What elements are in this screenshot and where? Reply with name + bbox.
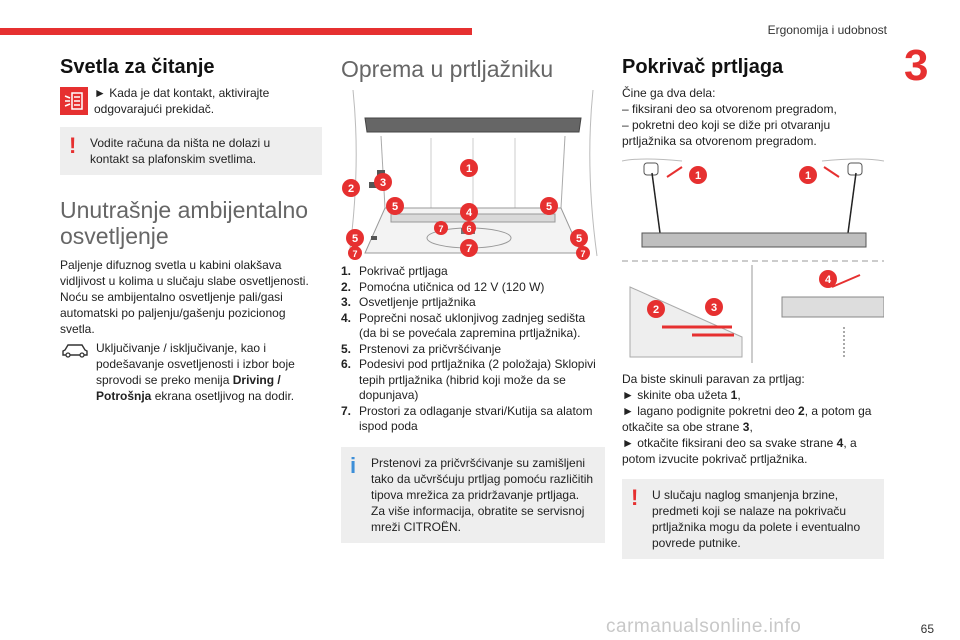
column-left: Svetla za čitanje ► Kada je dat kontakt,… [60, 56, 322, 404]
removal-step-3: ► otkačite fiksirani deo sa svake strane… [622, 436, 857, 466]
svg-text:5: 5 [392, 201, 398, 213]
list-item: 5.Prstenovi za pričvršćivanje [341, 341, 502, 356]
callout-5: 5 [570, 229, 588, 247]
svg-text:7: 7 [352, 249, 357, 259]
info-text-dealer: Za više informacija, obratite se servisn… [371, 503, 585, 534]
ambient-menu-note: Uključivanje / isključivanje, kao i pode… [60, 340, 322, 404]
column-middle: Oprema u prtljažniku 1 2 3 5 4 5 5 5 7 7… [341, 56, 605, 543]
trunk-equipment-title: Oprema u prtljažniku [341, 56, 554, 82]
svg-text:3: 3 [711, 302, 717, 314]
intro-text: Čine ga dva dela: [622, 86, 716, 100]
callout-7: 7 [576, 246, 590, 260]
svg-text:5: 5 [352, 233, 358, 245]
warning-text: Vodite računa da ništa ne dolazi u konta… [90, 136, 271, 166]
header-accent-bar [0, 28, 472, 35]
info-text: Prstenovi za pričvršćivanje su zamišljen… [371, 455, 594, 502]
svg-text:5: 5 [576, 233, 582, 245]
svg-text:7: 7 [580, 249, 585, 259]
callout-3: 3 [374, 173, 392, 191]
callout-1: 1 [799, 166, 817, 184]
page-number: 65 [920, 622, 934, 636]
car-icon [60, 341, 90, 359]
svg-text:7: 7 [466, 243, 472, 255]
intro-line-2: – pokretni deo koji se diže pri otvaranj… [622, 118, 831, 148]
list-item: 1.Pokrivač prtljaga [341, 264, 448, 278]
chapter-number: 3 [904, 41, 929, 90]
list-item: 6.Podesivi pod prtljažnika (2 položaja) … [341, 357, 596, 402]
svg-text:4: 4 [466, 207, 473, 219]
svg-text:4: 4 [825, 274, 832, 286]
menu-text-end: ekrana osetljivog na dodir. [154, 389, 295, 403]
luggage-cover-illustration: 1 1 2 3 4 [622, 158, 884, 363]
callout-7: 7 [460, 239, 478, 257]
callout-5: 5 [540, 197, 558, 215]
svg-text:2: 2 [653, 304, 659, 316]
callout-2: 2 [647, 300, 665, 318]
exclamation-icon: ! [631, 485, 639, 510]
menu-text: Uključivanje / isključivanje, kao i pode… [96, 341, 295, 387]
reading-light-icon [60, 87, 88, 115]
svg-text:1: 1 [695, 170, 701, 182]
ambient-paragraph: Paljenje difuznog svetla u kabini olakša… [60, 258, 309, 336]
intro-line-1: – fiksirani deo sa otvorenom pregradom, [622, 102, 837, 116]
menu-path: Driving / Potrošnja [96, 373, 281, 403]
callout-5: 5 [346, 229, 364, 247]
callout-4: 4 [819, 270, 837, 288]
callout-2: 2 [342, 179, 360, 197]
ambient-lighting-title: Unutrašnje ambijentalno osvetljenje [60, 197, 309, 249]
callout-7: 7 [348, 246, 362, 260]
trunk-info-note: i Prstenovi za pričvršćivanje su zamišlj… [341, 446, 605, 543]
removal-step-2: ► lagano podignite pokretni deo 2, a pot… [622, 404, 872, 434]
trunk-illustration: 1 2 3 5 4 5 5 5 7 7 7 6 7 [341, 88, 605, 260]
luggage-cover-title: Pokrivač prtljaga [622, 56, 784, 78]
svg-text:3: 3 [380, 177, 386, 189]
callout-6: 6 [462, 221, 476, 235]
svg-text:7: 7 [438, 224, 443, 234]
column-right: Pokrivač prtljaga Čine ga dva dela: – fi… [622, 56, 884, 559]
section-title: Ergonomija i udobnost [767, 23, 887, 37]
callout-1: 1 [689, 166, 707, 184]
warning-text: U slučaju naglog smanjenja brzine, predm… [652, 488, 861, 550]
svg-text:1: 1 [466, 163, 472, 175]
svg-text:2: 2 [348, 183, 354, 195]
list-item: 4.Poprečni nosač uklonjivog zadnjeg sedi… [341, 310, 586, 341]
info-icon: i [350, 452, 357, 478]
callout-4: 4 [460, 203, 478, 221]
exclamation-icon: ! [69, 133, 77, 158]
reading-lights-title: Svetla za čitanje [60, 56, 215, 78]
reading-lights-bullet: ► Kada je dat kontakt, aktivirajte odgov… [94, 86, 270, 116]
svg-text:6: 6 [466, 224, 471, 234]
list-item: 3.Osvetljenje prtljažnika [341, 295, 476, 309]
trunk-equipment-list: 1.Pokrivač prtljaga 2.Pomoćna utičnica o… [341, 264, 605, 435]
svg-text:5: 5 [546, 201, 552, 213]
reading-lights-instruction: ► Kada je dat kontakt, aktivirajte odgov… [60, 85, 322, 119]
removal-step-1: ► skinite oba užeta 1, [622, 388, 741, 402]
list-item: 2.Pomoćna utičnica od 12 V (120 W) [341, 279, 545, 294]
callout-1: 1 [460, 159, 478, 177]
removal-instructions: Da biste skinuli paravan za prtljag: ► s… [622, 371, 884, 467]
callout-5: 5 [386, 197, 404, 215]
removal-intro: Da biste skinuli paravan za prtljag: [622, 372, 805, 386]
callout-3: 3 [705, 298, 723, 316]
list-item: 7.Prostori za odlaganje stvari/Kutija sa… [341, 403, 593, 434]
callout-7: 7 [434, 221, 448, 235]
svg-text:1: 1 [805, 170, 811, 182]
reading-lights-warning: ! Vodite računa da ništa ne dolazi u kon… [60, 127, 322, 175]
luggage-cover-warning: ! U slučaju naglog smanjenja brzine, pre… [622, 479, 884, 559]
watermark: carmanualsonline.info [606, 616, 802, 637]
